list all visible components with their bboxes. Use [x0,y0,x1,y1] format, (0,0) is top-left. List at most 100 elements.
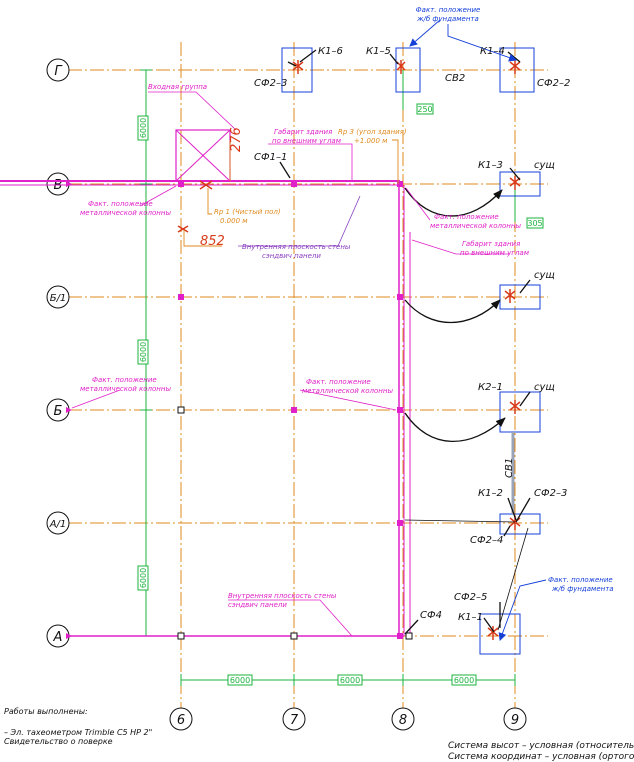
purple-leader [238,195,361,247]
label-k15: К1–5 [366,46,391,57]
point-triangle [66,633,72,639]
axis-bubble-8: 8 [391,707,415,731]
row-axis-markers: Г В Б/1 Б А/1 А [46,58,70,648]
fakt-metal-b-line2: металлической колонны [80,385,171,393]
label-sf23: СФ2–3 [254,78,287,89]
label-sf11: СФ1–1 [254,152,287,163]
fakt-zhb-top-line2: ж/б фундамента [416,15,479,23]
axis-label-A: А [53,630,63,645]
dim-bottom-1: 6000 [227,674,253,686]
magenta-leaders [71,91,510,637]
rp1-line1: Rp 1 (Чистый пол) [214,208,281,216]
inner-wall-top-line1: Внутренняя плоскость стены [242,243,351,251]
axis-label-6: 6 [177,713,185,728]
label-sf22: СФ2–2 [537,78,570,89]
dim-small-1: 250 [416,103,434,115]
axis-bubble-G: Г [46,58,70,82]
label-sv1: СВ1 [504,458,515,478]
works-title: Работы выполнены: [4,707,88,716]
label-k14: К1–4 [480,46,505,57]
coord-system-note: Система координат – условная (ортогональ… [448,752,634,762]
axis-bubble-A1: А/1 [46,511,70,535]
foundation-b1 [499,284,541,310]
rp1-line2: 0.000 м [220,217,248,225]
fakt-metal-right-line1: Факт. положение [434,213,499,221]
column-marker [397,520,403,526]
level-leaders [183,139,399,247]
label-k12: К1–2 [478,488,503,499]
drawing-labels: Факт. положение ж/б фундамента К1–6 К1–5… [80,6,614,623]
axis-bubble-7: 7 [282,707,306,731]
column-marker [397,633,403,639]
dim-left-2-text: 6000 [139,342,148,362]
gabarit-right-line1: Габарит здания [462,240,520,248]
axis-bubble-B1: Б/1 [46,285,70,309]
fakt-zhb-bot-line2: ж/б фундамента [551,585,614,593]
dim-small-1-text: 250 [417,105,432,114]
height-system-note: Система высот – условная (относительная) [448,741,634,751]
label-k11: К1–1 [458,612,483,623]
label-852: 852 [200,234,225,249]
label-sushch1: сущ [534,160,555,171]
fakt-metal-mid-line2: металлической колонны [302,387,393,395]
foundation-k14 [499,47,535,93]
dim-bottom-1-text: 6000 [230,676,250,685]
leader-arcs [279,49,531,635]
foundation-boxes [281,47,541,655]
column-marker [291,407,297,413]
label-k13: К1–3 [478,160,503,171]
fakt-metal-b-line1: Факт. положение [92,376,157,384]
dim-left-3: 6000 [137,565,149,591]
axis-label-G: Г [54,64,63,79]
foundation-k13 [499,171,541,197]
label-sushch3: сущ [534,382,555,393]
fakt-metal-mid-line1: Факт. положение [306,378,371,386]
rp3-line2: +1.000 м [354,137,388,145]
axis-bubble-6: 6 [169,707,193,731]
dim-left-3-text: 6000 [139,568,148,588]
dim-bottom-2: 6000 [337,674,363,686]
axis-bubble-B: Б [46,398,70,422]
label-sf4: СФ4 [420,610,442,621]
col-axis-markers: 6 7 8 9 [169,707,527,731]
axis-label-B: Б [54,404,63,419]
column-marker [178,181,184,187]
foundation-k21 [499,391,541,433]
axis-label-8: 8 [399,713,407,728]
dim-small-2-text: 305 [527,219,542,228]
works-line1: – Эл. тахеометром Trimble C5 HP 2" [4,728,152,737]
empty-column-marks [177,406,413,640]
axis-label-9: 9 [511,713,519,728]
dim-left-2: 6000 [137,339,149,365]
axis-bubble-V: В [46,172,70,196]
foundation-k16 [281,47,313,93]
fakt-metal-v-line2: металлической колонны [80,209,171,217]
label-sv2: СВ2 [445,73,465,84]
label-sf23b: СФ2–3 [534,488,567,499]
column-marker [291,181,297,187]
fakt-zhb-bot-line1: Факт. положение [548,576,613,584]
point-triangle [66,407,72,413]
inner-wall-bot-line2: сэндвич панели [228,601,287,609]
gabarit-right-line2: по внешним углам [460,249,530,257]
notes: Работы выполнены: – Эл. тахеометром Trim… [4,707,634,762]
dim-bottom-3-text: 6000 [454,676,474,685]
fakt-metal-right-line2: металлической колонны [430,222,521,230]
axis-label-B1: Б/1 [50,293,67,304]
dim-bottom-2-text: 6000 [340,676,360,685]
foundation-k12 [499,513,541,535]
axis-label-7: 7 [290,713,299,728]
dim-left-1-text: 6000 [139,118,148,138]
dim-bottom-3: 6000 [451,674,477,686]
label-sf24: СФ2–4 [470,535,503,546]
axis-bubble-A: А [46,624,70,648]
axis-label-A1: А/1 [49,519,67,530]
inner-wall-top-line2: сэндвич панели [262,252,321,260]
works-line2: Свидетельство о поверке [4,737,113,746]
column-marker [397,294,403,300]
label-276: 276 [229,127,244,152]
dim-small-2: 305 [526,217,544,229]
inner-wall-bot-line1: Внутренняя плоскость стены [228,592,337,600]
blue-leaders [409,19,547,641]
